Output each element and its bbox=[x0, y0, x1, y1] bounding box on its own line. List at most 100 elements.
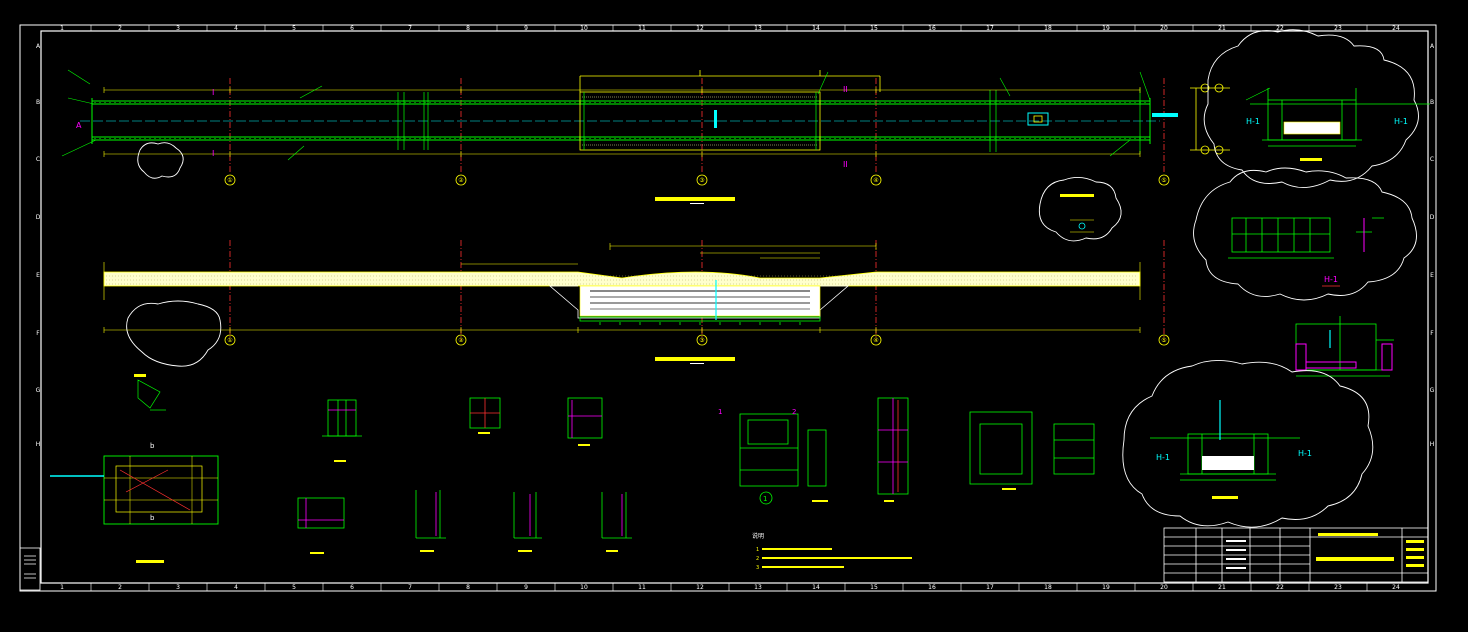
axis-label: ② bbox=[458, 177, 464, 184]
col-label: 21 bbox=[1218, 584, 1226, 591]
col-label: 1 bbox=[60, 584, 64, 591]
row-label: F bbox=[36, 330, 40, 337]
col-label: 11 bbox=[638, 25, 646, 32]
col-label: 6 bbox=[350, 25, 354, 32]
row-label: B bbox=[1430, 99, 1434, 106]
plan-cross-members bbox=[397, 88, 1141, 154]
col-label: 2 bbox=[118, 584, 122, 591]
row-label: E bbox=[36, 272, 40, 279]
title-block bbox=[1163, 527, 1429, 583]
section-mark: 2 bbox=[792, 408, 796, 416]
col-label: 9 bbox=[524, 584, 528, 591]
plan-axis-labels: ① ② ③ ④ ⑤ bbox=[227, 177, 1166, 184]
col-label: 7 bbox=[408, 25, 412, 32]
col-label: 20 bbox=[1160, 25, 1168, 32]
section-mark: A bbox=[76, 121, 82, 130]
section-mark: H-1 bbox=[1298, 449, 1312, 458]
section-mark: 1 bbox=[718, 408, 722, 416]
section-h1-top: H-1 H-1 bbox=[1203, 29, 1430, 188]
plan-dims-bottom bbox=[103, 151, 1141, 157]
longitudinal-section: ① ② ③ ④ ⑤ bbox=[103, 240, 1170, 367]
sheet-frame bbox=[19, 24, 1437, 592]
col-label: 8 bbox=[466, 584, 470, 591]
col-label: 23 bbox=[1334, 25, 1342, 32]
row-label: G bbox=[1430, 387, 1435, 394]
detail-center-group bbox=[739, 397, 1095, 505]
detail-small-b bbox=[134, 374, 166, 411]
row-label: H bbox=[36, 441, 41, 448]
col-label: 4 bbox=[234, 584, 238, 591]
axis-label: ④ bbox=[873, 177, 878, 184]
section-mark: II bbox=[843, 160, 848, 169]
note-number: 1 bbox=[756, 547, 759, 553]
col-label: 18 bbox=[1044, 584, 1052, 591]
section-mark: b bbox=[150, 442, 155, 450]
note-number: 3 bbox=[756, 565, 759, 571]
section-mark: I bbox=[212, 88, 214, 97]
plan-right-axes bbox=[1190, 83, 1230, 155]
detail-columns bbox=[297, 397, 632, 539]
col-label: 3 bbox=[176, 584, 180, 591]
col-label: 19 bbox=[1102, 25, 1110, 32]
col-label: 13 bbox=[754, 584, 762, 591]
col-label: 21 bbox=[1218, 25, 1226, 32]
revision-cloud bbox=[137, 142, 184, 179]
plan-pit bbox=[579, 70, 881, 151]
plan-view: ① ② ③ ④ ⑤ I I II II A bbox=[61, 69, 1178, 204]
detail-plan-base: b b bbox=[50, 442, 219, 563]
border-row-labels: A B C D E F G H A B C D E F G H bbox=[36, 43, 1435, 448]
axis-label: ① bbox=[227, 177, 232, 184]
section-title-strip bbox=[655, 357, 735, 361]
col-label: 11 bbox=[638, 584, 646, 591]
axis-label: ① bbox=[227, 337, 232, 344]
section-mark: H-1 bbox=[1324, 275, 1338, 284]
row-label: D bbox=[1430, 214, 1435, 221]
col-label: 14 bbox=[812, 584, 820, 591]
row-label: E bbox=[1430, 272, 1434, 279]
detail-center-marks: 1 2 1 bbox=[718, 408, 1016, 503]
col-label: 3 bbox=[176, 25, 180, 32]
col-label: 5 bbox=[292, 584, 296, 591]
axis-label: ② bbox=[458, 337, 464, 344]
plan-section-marks: I I II II A bbox=[76, 85, 848, 169]
plan-axis-lines bbox=[229, 78, 1165, 172]
axis-label: ④ bbox=[873, 337, 878, 344]
col-label: 15 bbox=[870, 584, 878, 591]
section-mark: H-1 bbox=[1394, 117, 1408, 126]
plan-cyan-text bbox=[714, 110, 1178, 128]
detail-right-mid bbox=[1295, 316, 1394, 377]
col-label: 19 bbox=[1102, 584, 1110, 591]
plan-leaders bbox=[61, 69, 1151, 161]
col-label: 23 bbox=[1334, 584, 1342, 591]
col-label: 12 bbox=[696, 584, 704, 591]
plan-title-strip bbox=[655, 197, 735, 201]
title-block-fills bbox=[1226, 533, 1424, 569]
pit-speckle bbox=[590, 290, 810, 310]
col-label: 13 bbox=[754, 25, 762, 32]
col-label: 24 bbox=[1392, 25, 1400, 32]
axis-label: ⑤ bbox=[1161, 337, 1166, 344]
row-label: G bbox=[36, 387, 41, 394]
plan-dims-top bbox=[103, 87, 1141, 93]
row-label: C bbox=[1430, 156, 1434, 163]
col-label: 10 bbox=[580, 584, 588, 591]
section-mark: II bbox=[843, 85, 848, 94]
section-mark: b bbox=[150, 514, 155, 522]
col-label: 22 bbox=[1276, 25, 1284, 32]
row-label: B bbox=[36, 99, 40, 106]
col-label: 5 bbox=[292, 25, 296, 32]
plan-axis-bubbles bbox=[224, 174, 1170, 186]
row-label: H bbox=[1430, 441, 1435, 448]
section-mark: H-1 bbox=[1246, 117, 1260, 126]
section-h1-lower: H-1 H-1 bbox=[1122, 360, 1374, 528]
row-label: A bbox=[36, 43, 41, 50]
notes-title: 说明 bbox=[752, 532, 764, 540]
axis-label: ⑤ bbox=[1161, 177, 1166, 184]
col-label: 15 bbox=[870, 25, 878, 32]
row-label: F bbox=[1430, 330, 1434, 337]
section-mark: I bbox=[212, 149, 214, 158]
small-cloud-detail bbox=[1038, 177, 1122, 242]
col-label: 20 bbox=[1160, 584, 1168, 591]
border-column-ticks bbox=[90, 25, 1368, 591]
